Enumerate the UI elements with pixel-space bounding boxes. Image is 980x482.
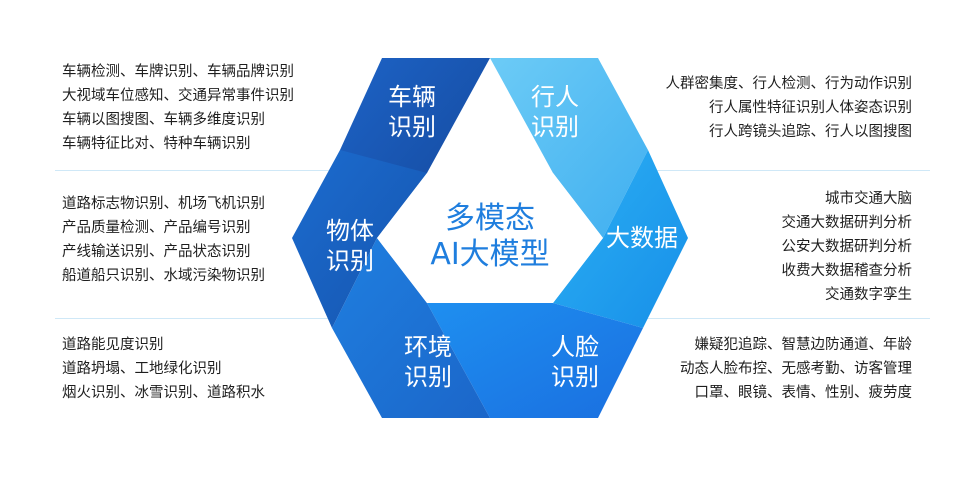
center-title-line1: 多模态 <box>445 201 535 236</box>
environment-desc-line: 道路能见度识别 <box>62 337 164 353</box>
object-desc-line: 船道船只识别、水域污染物识别 <box>62 268 265 284</box>
left-divider-2 <box>55 318 385 319</box>
vehicle-desc-line: 大视域车位感知、交通异常事件识别 <box>62 88 294 104</box>
environment-descriptions: 道路能见度识别 道路坍塌、工地绿化识别 烟火识别、冰雪识别、道路积水 <box>62 333 265 405</box>
vehicle-descriptions: 车辆检测、车牌识别、车辆品牌识别 大视域车位感知、交通异常事件识别 车辆以图搜图… <box>62 60 294 156</box>
face-desc-line: 动态人脸布控、无感考勤、访客管理 <box>680 361 912 377</box>
vehicle-desc-line: 车辆特征比对、特种车辆识别 <box>62 136 251 152</box>
bigdata-desc-line: 公安大数据研判分析 <box>781 239 913 255</box>
face-desc-line: 口罩、眼镜、表情、性别、疲劳度 <box>694 385 913 401</box>
segment-label-object: 识别 <box>326 247 374 275</box>
segment-label-pedestrian: 行人 <box>531 83 579 111</box>
right-divider-1 <box>600 170 930 171</box>
bigdata-descriptions: 城市交通大脑 交通大数据研判分析 公安大数据研判分析 收费大数据稽查分析 交通数… <box>782 187 913 307</box>
segment-label-face: 人脸 <box>551 333 599 361</box>
bigdata-desc-line: 收费大数据稽查分析 <box>781 263 913 279</box>
center-hexagon <box>377 173 603 303</box>
vehicle-desc-line: 车辆检测、车牌识别、车辆品牌识别 <box>62 64 294 80</box>
segment-face <box>427 303 643 418</box>
bigdata-desc-line: 交通数字孪生 <box>825 287 912 303</box>
left-divider-1 <box>55 170 385 171</box>
object-desc-line: 产线输送识别、产品状态识别 <box>62 244 251 260</box>
object-desc-line: 产品质量检测、产品编号识别 <box>62 220 251 236</box>
segment-label-environment: 识别 <box>404 363 452 391</box>
pedestrian-descriptions: 人群密集度、行人检测、行为动作识别 行人属性特征识别人体姿态识别 行人跨镜头追踪… <box>666 72 913 144</box>
face-descriptions: 嫌疑犯追踪、智慧边防通道、年龄 动态人脸布控、无感考勤、访客管理 口罩、眼镜、表… <box>680 333 912 405</box>
segment-label-pedestrian: 识别 <box>531 113 579 141</box>
right-divider-2 <box>600 318 930 319</box>
segment-object <box>292 150 427 328</box>
object-descriptions: 道路标志物识别、机场飞机识别 产品质量检测、产品编号识别 产线输送识别、产品状态… <box>62 192 265 288</box>
segment-label-vehicle: 车辆 <box>388 83 436 111</box>
segment-label-object: 物体 <box>326 217 374 245</box>
pedestrian-desc-line: 行人属性特征识别人体姿态识别 <box>709 100 912 116</box>
bigdata-desc-line: 城市交通大脑 <box>825 191 912 207</box>
segment-label-face: 识别 <box>551 363 599 391</box>
pedestrian-desc-line: 行人跨镜头追踪、行人以图搜图 <box>709 124 912 140</box>
segment-bigdata <box>553 150 688 328</box>
segment-label-environment: 环境 <box>404 333 452 361</box>
environment-desc-line: 烟火识别、冰雪识别、道路积水 <box>62 385 265 401</box>
segment-environment <box>332 238 490 418</box>
environment-desc-line: 道路坍塌、工地绿化识别 <box>62 361 222 377</box>
segment-pedestrian <box>490 58 648 238</box>
bigdata-desc-line: 交通大数据研判分析 <box>781 215 913 231</box>
face-desc-line: 嫌疑犯追踪、智慧边防通道、年龄 <box>694 337 913 353</box>
pedestrian-desc-line: 人群密集度、行人检测、行为动作识别 <box>665 76 913 92</box>
segment-label-bigdata: 大数据 <box>606 224 678 252</box>
vehicle-desc-line: 车辆以图搜图、车辆多维度识别 <box>62 112 265 128</box>
segment-label-vehicle: 识别 <box>388 113 436 141</box>
object-desc-line: 道路标志物识别、机场飞机识别 <box>62 196 265 212</box>
center-title-line2: AI大模型 <box>430 237 549 272</box>
